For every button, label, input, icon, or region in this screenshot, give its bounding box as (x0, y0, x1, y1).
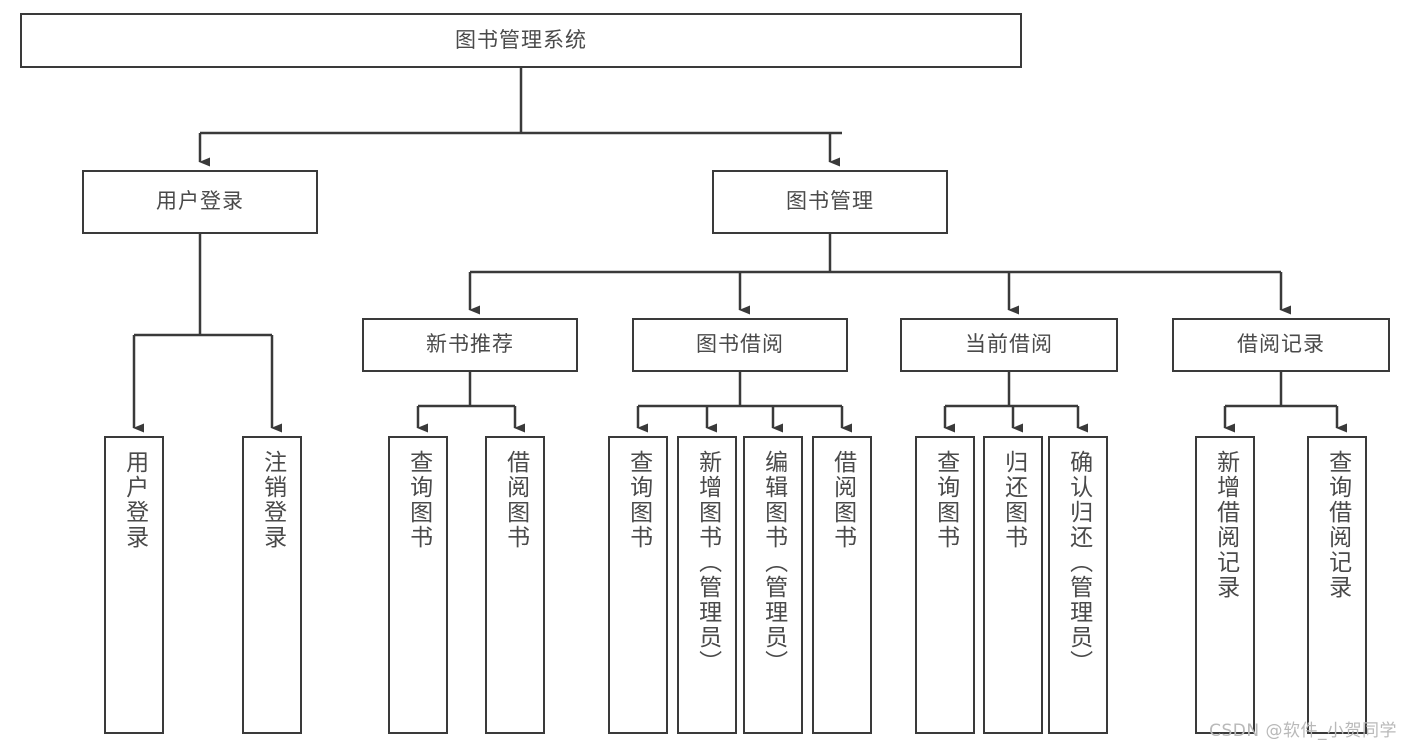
node-current-borrow-label: 当前借阅 (965, 332, 1053, 357)
node-leaf-add-book-label: 新增图书（管理员） (694, 450, 721, 675)
node-leaf-query-book-3-label: 查询图书 (932, 450, 959, 550)
node-leaf-user-login-label: 用户登录 (121, 450, 148, 550)
node-leaf-edit-book[interactable]: 编辑图书（管理员） (743, 436, 803, 734)
watermark-text: CSDN @软件_小贺同学 (1209, 721, 1397, 741)
node-leaf-query-book-3[interactable]: 查询图书 (915, 436, 975, 734)
node-leaf-add-book[interactable]: 新增图书（管理员） (677, 436, 737, 734)
node-book-borrow[interactable]: 图书借阅 (632, 318, 848, 372)
node-leaf-borrow-book-1[interactable]: 借阅图书 (485, 436, 545, 734)
node-borrow-record[interactable]: 借阅记录 (1172, 318, 1390, 372)
node-leaf-confirm-return[interactable]: 确认归还（管理员） (1048, 436, 1108, 734)
node-book-manage-label: 图书管理 (786, 189, 874, 214)
node-user-login-label: 用户登录 (156, 189, 244, 214)
node-leaf-return-book-label: 归还图书 (1000, 450, 1027, 550)
node-borrow-record-label: 借阅记录 (1237, 332, 1325, 357)
node-leaf-borrow-book-1-label: 借阅图书 (502, 450, 529, 550)
node-new-book-recommend[interactable]: 新书推荐 (362, 318, 578, 372)
node-leaf-logout-label: 注销登录 (259, 450, 286, 550)
node-leaf-query-record[interactable]: 查询借阅记录 (1307, 436, 1367, 734)
node-leaf-query-record-label: 查询借阅记录 (1324, 450, 1351, 600)
node-leaf-return-book[interactable]: 归还图书 (983, 436, 1043, 734)
node-leaf-query-book-1-label: 查询图书 (405, 450, 432, 550)
node-leaf-query-book-1[interactable]: 查询图书 (388, 436, 448, 734)
node-leaf-add-record[interactable]: 新增借阅记录 (1195, 436, 1255, 734)
node-leaf-logout[interactable]: 注销登录 (242, 436, 302, 734)
node-leaf-query-book-2-label: 查询图书 (625, 450, 652, 550)
node-leaf-user-login[interactable]: 用户登录 (104, 436, 164, 734)
node-leaf-borrow-book-2[interactable]: 借阅图书 (812, 436, 872, 734)
node-leaf-edit-book-label: 编辑图书（管理员） (760, 450, 787, 675)
node-root[interactable]: 图书管理系统 (20, 13, 1022, 68)
node-new-book-recommend-label: 新书推荐 (426, 332, 514, 357)
node-leaf-confirm-return-label: 确认归还（管理员） (1065, 450, 1092, 675)
node-book-borrow-label: 图书借阅 (696, 332, 784, 357)
node-leaf-query-book-2[interactable]: 查询图书 (608, 436, 668, 734)
node-book-manage[interactable]: 图书管理 (712, 170, 948, 234)
node-current-borrow[interactable]: 当前借阅 (900, 318, 1118, 372)
node-root-label: 图书管理系统 (455, 27, 587, 52)
node-leaf-borrow-book-2-label: 借阅图书 (829, 450, 856, 550)
node-leaf-add-record-label: 新增借阅记录 (1212, 450, 1239, 600)
node-user-login[interactable]: 用户登录 (82, 170, 318, 234)
